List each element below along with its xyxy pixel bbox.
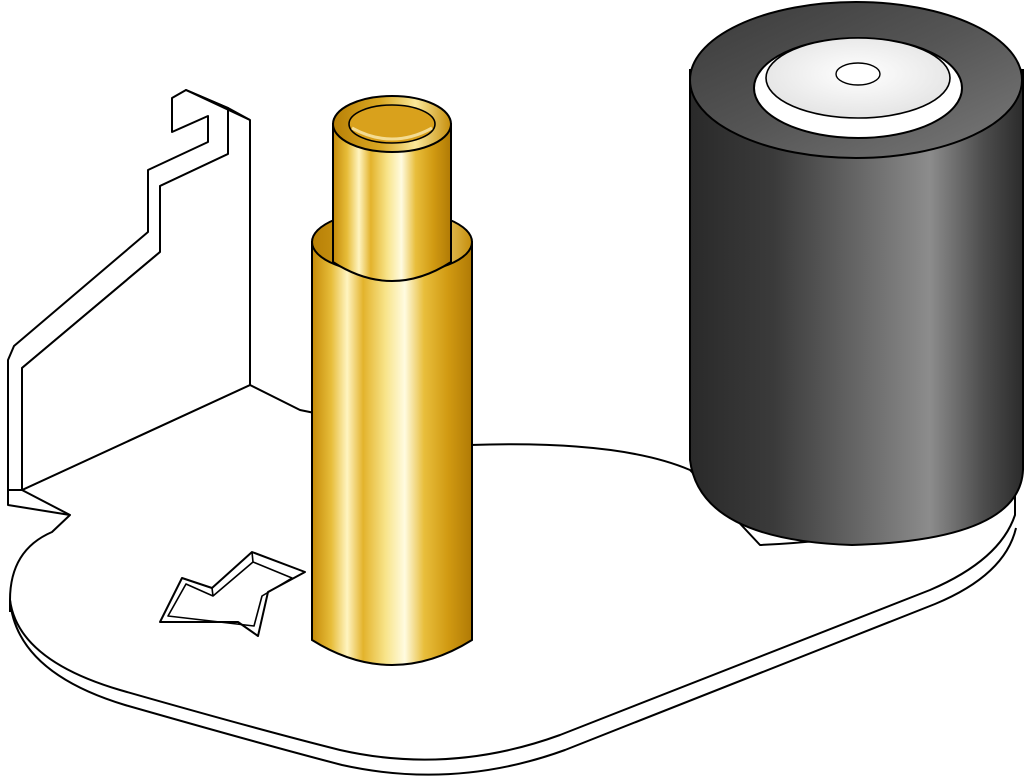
base-plate <box>7 384 1017 776</box>
brass-post <box>311 95 473 666</box>
base-slot-cutout <box>159 551 306 637</box>
shaft-bushing <box>753 37 963 139</box>
mounting-bracket <box>7 89 251 516</box>
